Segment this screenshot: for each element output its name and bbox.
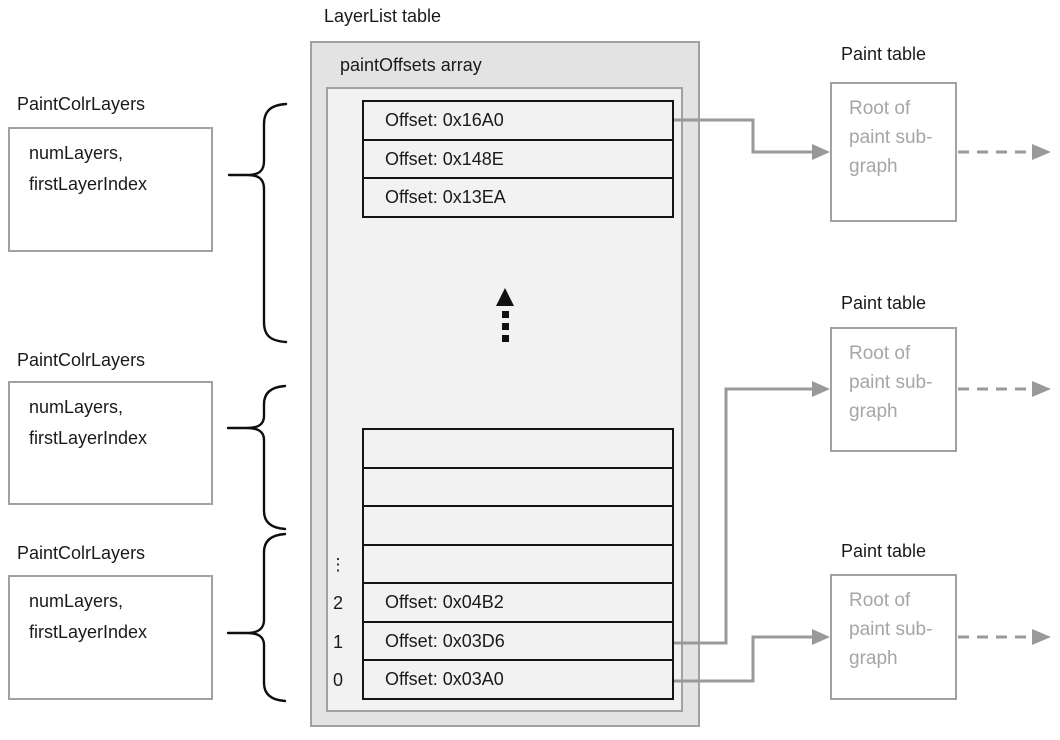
arrowhead-icon <box>812 144 830 645</box>
brace-icon <box>226 102 288 703</box>
offset-row: Offset: 0x13EA <box>364 177 672 216</box>
offset-row: Offset: 0x03D6 <box>364 620 672 660</box>
paint-table-title: Paint table <box>841 293 927 313</box>
arrowhead-icon <box>1032 144 1051 645</box>
paint-table-body: Root of paint sub-graph <box>849 590 933 669</box>
index-ellipsis: ⋮ <box>329 554 347 574</box>
index-label-2: 2 <box>332 593 343 613</box>
offset-row-empty <box>364 466 672 506</box>
paintcolrlayers-title: PaintColrLayers <box>17 543 146 563</box>
offset-row: Offset: 0x16A0 <box>385 109 504 130</box>
top-offset-rows: Offset: 0x16A0 Offset: 0x148E Offset: 0x… <box>362 100 674 218</box>
paint-table-body: Root of paint sub-graph <box>849 343 933 422</box>
paintcolrlayers-field: firstLayerIndex <box>29 174 148 194</box>
offset-row-empty <box>364 430 672 467</box>
offset-row-empty <box>364 505 672 544</box>
offset-row: Offset: 0x04B2 <box>364 582 672 621</box>
index-label-0: 0 <box>332 670 343 690</box>
paint-table-box: Root of paint sub-graph <box>830 82 957 222</box>
paintcolrlayers-field: firstLayerIndex <box>29 622 148 642</box>
offset-row: Offset: 0x03A0 <box>364 659 672 698</box>
paintoffsets-array-label: paintOffsets array <box>340 55 482 75</box>
paint-table-box: Root of paint sub-graph <box>830 327 957 452</box>
bottom-offset-rows: Offset: 0x04B2 Offset: 0x03D6 Offset: 0x… <box>362 428 674 700</box>
paint-table-title: Paint table <box>841 541 927 561</box>
dashed-arrow <box>958 150 1031 639</box>
index-label-1: 1 <box>332 632 343 652</box>
paint-table-title: Paint table <box>841 44 927 64</box>
paintcolrlayers-field: firstLayerIndex <box>29 428 148 448</box>
paintcolrlayers-field: numLayers, <box>29 591 124 611</box>
paintcolrlayers-field: numLayers, <box>29 397 124 417</box>
paintcolrlayers-box: numLayers, firstLayerIndex <box>8 381 213 505</box>
paint-table-box: Root of paint sub-graph <box>830 574 957 700</box>
paint-table-body: Root of paint sub-graph <box>849 98 933 177</box>
offset-row: Offset: 0x148E <box>364 138 672 178</box>
paintcolrlayers-field: numLayers, <box>29 143 124 163</box>
paintcolrlayers-title: PaintColrLayers <box>17 94 146 114</box>
paintcolrlayers-box: numLayers, firstLayerIndex <box>8 575 213 700</box>
paintcolrlayers-title: PaintColrLayers <box>17 350 146 370</box>
offset-row-empty <box>364 543 672 583</box>
paintcolrlayers-box: numLayers, firstLayerIndex <box>8 127 213 252</box>
layerlist-title: LayerList table <box>324 6 442 26</box>
